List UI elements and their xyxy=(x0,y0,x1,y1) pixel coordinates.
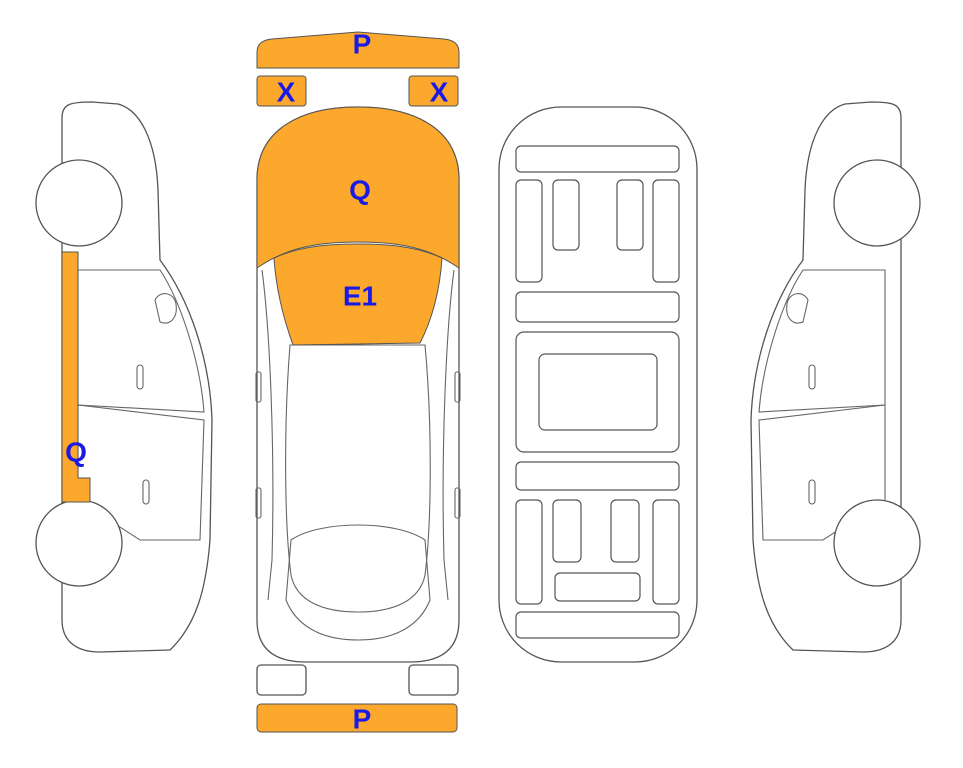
left-side-front-wheel xyxy=(35,159,123,247)
right-side-door-line xyxy=(758,404,886,541)
front-bumper-label: P xyxy=(353,29,372,60)
underbody-rear-left-rail xyxy=(515,499,543,605)
front-bumper-damage xyxy=(256,31,460,69)
right-side-view xyxy=(750,101,921,653)
rear-bumper-damage xyxy=(256,703,458,733)
underbody-front-crossmember xyxy=(515,145,680,173)
underbody-rear-right-rail xyxy=(652,499,680,605)
left-side-view: Q xyxy=(35,101,213,653)
right-side-mirror xyxy=(786,293,809,324)
top-right-rear-handle xyxy=(454,487,461,519)
underbody-floor-pan xyxy=(538,353,658,431)
left-a-pillar-label: Q xyxy=(65,437,87,468)
top-view: P X X Q E1 P xyxy=(255,29,461,735)
left-side-rear-wheel xyxy=(35,499,123,587)
taillight-left xyxy=(256,664,307,696)
top-right-door-line xyxy=(442,269,455,601)
top-left-mirror xyxy=(255,371,262,403)
top-left-door-line xyxy=(261,269,274,601)
hood-label: Q xyxy=(349,175,371,206)
top-roof-outline xyxy=(285,344,431,613)
underbody-front-left-pan xyxy=(552,179,580,251)
left-side-mirror xyxy=(154,293,177,324)
underbody-spare-well xyxy=(554,572,641,602)
top-right-mirror xyxy=(454,371,461,403)
right-side-front-handle xyxy=(808,364,816,390)
underbody-rear-crossmember xyxy=(515,611,680,639)
underbody-view xyxy=(498,106,698,663)
right-side-rear-handle xyxy=(808,479,816,505)
underbody-rear-left-pan xyxy=(552,499,582,563)
windshield-damage xyxy=(273,243,443,346)
underbody-front-right-rail xyxy=(652,179,680,283)
underbody-front-left-rail xyxy=(515,179,543,283)
underbody-front-right-pan xyxy=(616,179,644,251)
left-a-pillar-damage xyxy=(61,251,91,503)
left-side-front-handle xyxy=(136,364,144,390)
headlight-left-label: X xyxy=(277,77,296,108)
rear-bumper-label: P xyxy=(353,704,372,735)
underbody-rear-right-pan xyxy=(610,499,640,563)
underbody-mid-front-crossmember xyxy=(515,291,680,323)
underbody-mid-rear-crossmember xyxy=(515,461,680,491)
right-side-window-line xyxy=(758,269,886,413)
left-side-window-line xyxy=(77,269,205,413)
windshield-label: E1 xyxy=(343,281,377,312)
right-side-rear-wheel xyxy=(833,499,921,587)
left-side-rear-handle xyxy=(142,479,150,505)
top-rear-window xyxy=(285,524,431,641)
right-side-front-wheel xyxy=(833,159,921,247)
headlight-right-label: X xyxy=(430,77,449,108)
taillight-right xyxy=(408,664,459,696)
headlight-left-damage xyxy=(256,75,307,107)
hood-damage xyxy=(256,106,460,269)
headlight-right-damage xyxy=(408,75,459,107)
top-left-rear-handle xyxy=(255,487,262,519)
